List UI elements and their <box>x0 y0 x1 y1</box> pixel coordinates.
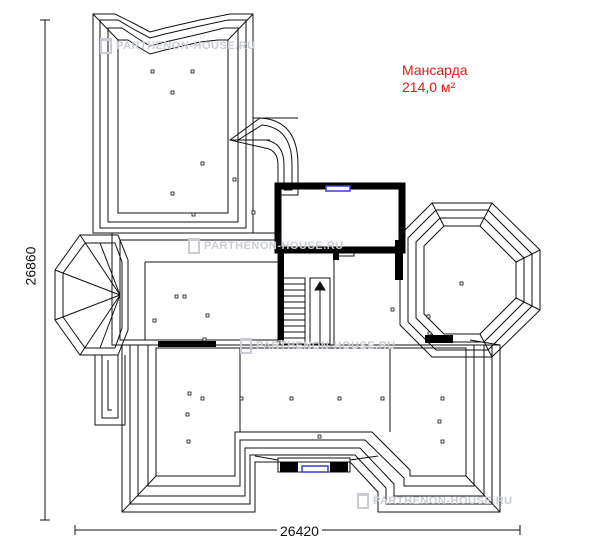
watermark-text: PARTHENON-HOUSE.RU <box>256 340 396 352</box>
parthenon-logo-icon <box>188 238 200 254</box>
watermark-text: PARTHENON-HOUSE.RU <box>204 240 344 252</box>
dimension-width: 26420 <box>277 523 322 539</box>
roof-east-octagon <box>399 202 541 358</box>
staircase <box>282 277 331 345</box>
watermark-middle: PARTHENON-HOUSE.RU <box>188 238 344 254</box>
watermark-text: PARTHENON-HOUSE.RU <box>116 40 256 52</box>
point-markers <box>150 69 464 444</box>
roof-west-bay <box>94 355 126 426</box>
watermark-top: PARTHENON-HOUSE.RU <box>100 38 256 54</box>
parthenon-logo-icon <box>357 493 369 509</box>
floor-name: Мансарда <box>402 62 468 78</box>
dimension-line-vertical <box>40 19 50 521</box>
parthenon-logo-icon <box>100 38 112 54</box>
balcony-south <box>254 455 379 473</box>
watermark-center: PARTHENON-HOUSE.RU <box>240 338 396 354</box>
roof-north-wing <box>92 13 254 234</box>
floor-label: Мансарда 214,0 м² <box>402 62 468 96</box>
parthenon-logo-icon <box>240 338 252 354</box>
dimension-height: 26860 <box>22 243 39 289</box>
watermark-text: PARTHENON-HOUSE.RU <box>373 495 513 507</box>
floor-area: 214,0 м² <box>402 79 456 95</box>
roof-south <box>121 339 501 513</box>
watermark-bottom: PARTHENON-HOUSE.RU <box>357 493 513 509</box>
roof-west-octagon <box>54 234 129 356</box>
roof-connector-curve <box>228 117 299 196</box>
